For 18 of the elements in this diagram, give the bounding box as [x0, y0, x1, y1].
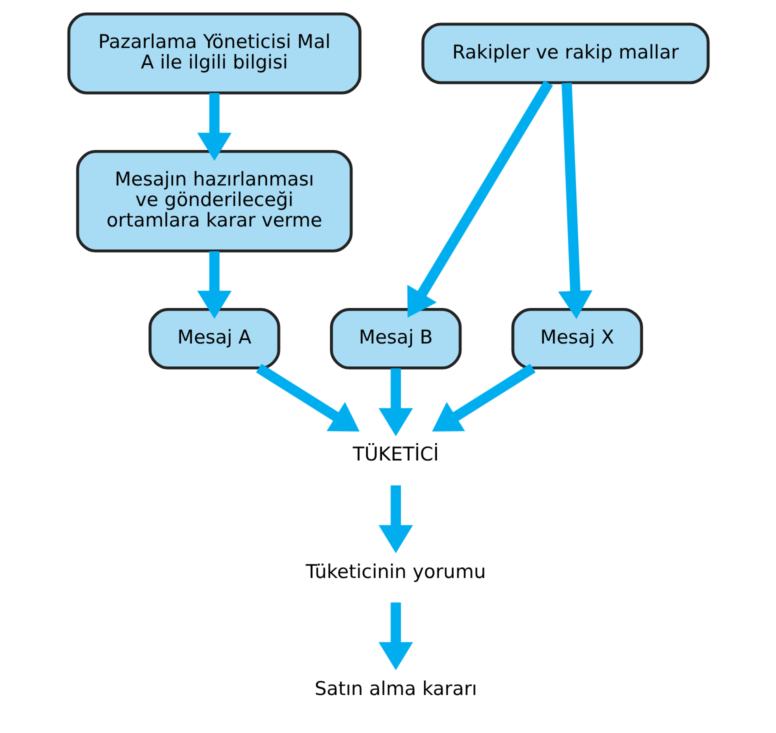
arrow [196, 92, 232, 161]
arrow [378, 485, 413, 554]
node-box: Mesajın hazırlanması ve gönderileceği ortamlara karar verme [76, 150, 352, 252]
node-text: TÜKETİCİ [352, 444, 438, 466]
node-box: Mesaj B [329, 308, 462, 370]
node-box: Rakipler ve rakip mallar [420, 22, 710, 84]
arrow [432, 364, 536, 432]
arrow [256, 364, 360, 432]
arrow [378, 602, 413, 670]
node-text: Tüketicinin yorumu [305, 560, 486, 583]
node-box: Pazarlama Yöneticisi Mal A ile ilgili bilgisi [66, 12, 361, 94]
node-text: Satın alma kararı [314, 678, 477, 700]
arrow [558, 82, 592, 320]
arrow [378, 368, 413, 436]
arrow [406, 80, 552, 318]
node-box: Mesaj X [510, 308, 643, 370]
node-box: Mesaj A [148, 308, 280, 370]
arrow [196, 251, 232, 319]
